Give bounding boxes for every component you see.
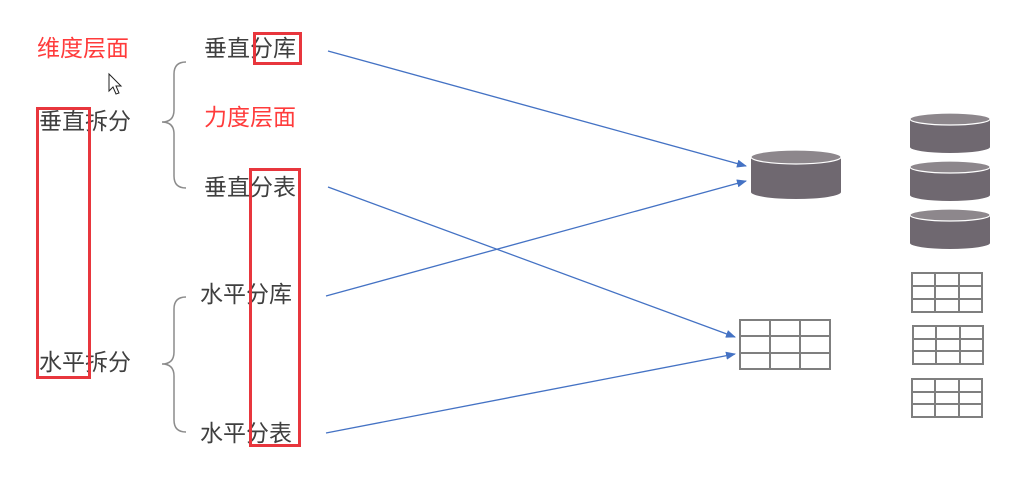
granularity-level-label: 力度层面 xyxy=(204,105,296,131)
database-icon xyxy=(750,149,842,199)
arrow-horizontal-db-to-database xyxy=(325,179,747,297)
table-db-suffix-highlight-box xyxy=(249,168,301,447)
database-icon xyxy=(909,160,991,201)
arrow-vertical-table-to-table xyxy=(327,186,736,338)
arrow-vertical-db-to-database xyxy=(327,50,747,168)
mouse-cursor-icon xyxy=(108,72,123,95)
table-grid-icon xyxy=(912,325,984,365)
vertical-db-label: 垂直分库 xyxy=(204,36,296,62)
database-icon xyxy=(909,208,991,249)
horizontal-split-label: 水平拆分 xyxy=(39,350,131,376)
dimension-level-label: 维度层面 xyxy=(37,36,129,62)
arrow-horizontal-table-to-table xyxy=(325,351,736,434)
horizontal-db-label: 水平分库 xyxy=(200,282,292,308)
table-stack-icon xyxy=(911,272,984,418)
vertical-db-suffix-highlight-box xyxy=(253,32,302,65)
horizontal-split-brace xyxy=(161,296,187,433)
split-prefix-highlight-box xyxy=(36,107,91,379)
table-grid-icon xyxy=(911,272,983,313)
vertical-split-brace xyxy=(161,61,187,189)
table-grid-icon xyxy=(739,319,831,370)
vertical-split-label: 垂直拆分 xyxy=(39,109,131,135)
database-icon xyxy=(909,112,991,153)
database-stack-icon xyxy=(909,112,991,249)
table-grid-icon xyxy=(911,378,983,418)
horizontal-table-label: 水平分表 xyxy=(200,421,292,447)
